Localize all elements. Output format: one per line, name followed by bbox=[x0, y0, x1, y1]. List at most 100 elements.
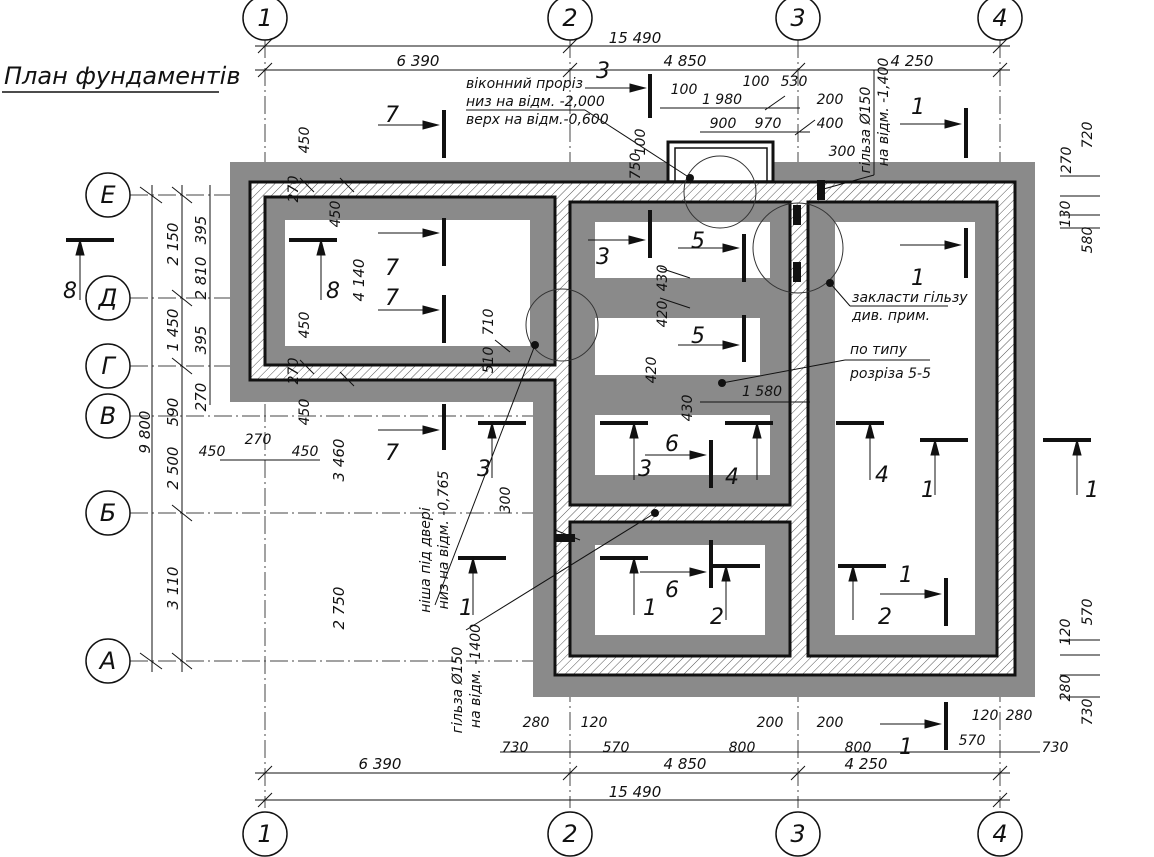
sleeve-marks bbox=[555, 180, 825, 542]
note-niche-2: низ на відм. -0,765 bbox=[436, 471, 452, 610]
axis-label-V: В bbox=[100, 402, 116, 430]
dim-left-450b: 450 bbox=[328, 201, 344, 228]
dim-top-970: 970 bbox=[755, 116, 782, 132]
dim-left-270d: 270 bbox=[245, 432, 272, 448]
dim-right-270: 270 bbox=[1059, 147, 1075, 174]
axis-label-4-top: 4 bbox=[992, 4, 1007, 32]
dim-inner-300: 300 bbox=[498, 487, 514, 514]
section-label: 7 bbox=[385, 103, 399, 128]
section-label: 3 bbox=[596, 59, 610, 84]
note-niche-1: ніша під двері bbox=[418, 507, 434, 612]
left-dimension-lines bbox=[139, 185, 211, 672]
section-label: 7 bbox=[385, 286, 399, 311]
section-arrows bbox=[75, 83, 1082, 729]
axis-label-2-top: 2 bbox=[562, 4, 577, 32]
dim-left-2150: 2 150 bbox=[164, 223, 182, 266]
dim-top-300: 300 bbox=[829, 144, 856, 160]
dim-top-530: 530 bbox=[781, 74, 808, 90]
section-label: 1 bbox=[911, 266, 925, 291]
dim-top-100c: 100 bbox=[633, 129, 649, 156]
section-label: 4 bbox=[725, 465, 739, 490]
bottom-dimension-lines bbox=[255, 751, 1040, 808]
dim-left-450e: 450 bbox=[199, 444, 226, 460]
dim-left-3460: 3 460 bbox=[330, 439, 348, 482]
walls bbox=[248, 180, 1017, 677]
dim-right-720: 720 bbox=[1080, 122, 1096, 149]
axis-label-A: А bbox=[98, 647, 116, 675]
section-label: 6 bbox=[665, 578, 679, 603]
dim-right-570: 570 bbox=[1080, 599, 1096, 626]
axis-label-1-top: 1 bbox=[257, 4, 272, 32]
dim-left-2500: 2 500 bbox=[164, 447, 182, 490]
axis-label-E: Е bbox=[100, 181, 116, 209]
axis-label-4-bottom: 4 bbox=[992, 820, 1007, 848]
dim-bottom-200a: 200 bbox=[757, 715, 784, 731]
note-window-1: віконний проріз bbox=[466, 76, 583, 92]
dim-inner-1580: 1 580 bbox=[742, 384, 782, 400]
dim-left-450c: 450 bbox=[297, 312, 313, 339]
note-sleeve-top-leader bbox=[819, 174, 875, 191]
leader-dots bbox=[531, 174, 834, 517]
dim-bottom-seg1: 6 390 bbox=[359, 755, 402, 773]
dim-bottom-seg3: 4 250 bbox=[845, 755, 888, 773]
dim-top-400: 400 bbox=[817, 116, 844, 132]
dim-left-450a: 450 bbox=[297, 127, 313, 154]
section-label: 1 bbox=[643, 596, 657, 621]
dim-left-395a: 395 bbox=[192, 216, 210, 245]
dim-bottom-730b: 730 bbox=[1042, 740, 1069, 756]
dim-top-seg2: 4 850 bbox=[664, 52, 707, 70]
dim-bottom-280b: 280 bbox=[1006, 708, 1033, 724]
dim-bottom-800b: 800 bbox=[845, 740, 872, 756]
dim-top-seg1: 6 390 bbox=[397, 52, 440, 70]
section-label: 1 bbox=[1085, 478, 1099, 503]
axis-bubbles bbox=[85, 0, 1023, 857]
section-label: 1 bbox=[899, 563, 913, 588]
dim-left-450d: 450 bbox=[297, 399, 313, 426]
dim-top-total: 15 490 bbox=[609, 29, 662, 47]
dim-top-200: 200 bbox=[817, 92, 844, 108]
note-window-leader bbox=[584, 109, 691, 179]
dim-bottom-200b: 200 bbox=[817, 715, 844, 731]
axis-label-3-top: 3 bbox=[790, 4, 805, 32]
dim-bottom-800a: 800 bbox=[729, 740, 756, 756]
dim-top-1980: 1 980 bbox=[702, 92, 742, 108]
note-sleeve-lay-1: заклaсти гільзу bbox=[852, 290, 968, 306]
dim-bottom-730a: 730 bbox=[502, 740, 529, 756]
section-label: 7 bbox=[385, 441, 399, 466]
dim-bottom-120b: 120 bbox=[972, 708, 999, 724]
dim-inner-430a: 430 bbox=[655, 265, 671, 292]
note-sleeve-lay-leader bbox=[829, 282, 851, 307]
dim-right-280: 280 bbox=[1058, 675, 1074, 702]
note-niche-leader bbox=[434, 344, 536, 606]
note-sleeve-bot-1: гільза Ø150 bbox=[450, 647, 466, 734]
dim-bottom-280a: 280 bbox=[523, 715, 550, 731]
detail-circles bbox=[525, 155, 844, 362]
note-sleeve-lay-2: див. прим. bbox=[851, 308, 930, 324]
dim-bottom-total: 15 490 bbox=[609, 783, 662, 801]
section-label: 2 bbox=[710, 605, 724, 630]
dim-inner-710: 710 bbox=[481, 309, 497, 336]
note-sleeve-bot-leader bbox=[465, 512, 656, 631]
dim-left-4140: 4 140 bbox=[350, 259, 368, 302]
section-label: 6 bbox=[665, 432, 679, 457]
note-sleeve-top-2: на відм. -1,400 bbox=[876, 58, 892, 167]
dim-left-270c: 270 bbox=[286, 358, 302, 385]
dim-left-590: 590 bbox=[164, 398, 182, 427]
section-label: 1 bbox=[459, 596, 473, 621]
dim-inner-420a: 420 bbox=[655, 301, 671, 328]
section-label: 5 bbox=[691, 229, 705, 254]
note-window-2: низ на відм. -2,000 bbox=[466, 94, 605, 110]
dim-left-2810: 2 810 bbox=[192, 257, 210, 300]
note-window-3: верх на відм.-0,600 bbox=[466, 112, 609, 128]
top-small-dims bbox=[660, 95, 816, 136]
drawing-title: План фундаментів bbox=[4, 62, 240, 90]
section-label: 3 bbox=[638, 457, 652, 482]
dim-left-2750: 2 750 bbox=[330, 587, 348, 630]
dim-bottom-570b: 570 bbox=[959, 733, 986, 749]
dim-left-270b: 270 bbox=[286, 176, 302, 203]
dim-inner-420b: 420 bbox=[644, 357, 660, 384]
section-label: 7 bbox=[385, 256, 399, 281]
misc-ticks bbox=[299, 175, 1100, 698]
note-type-1: по типу bbox=[850, 342, 908, 358]
note-type-2: розріза 5-5 bbox=[849, 366, 931, 382]
